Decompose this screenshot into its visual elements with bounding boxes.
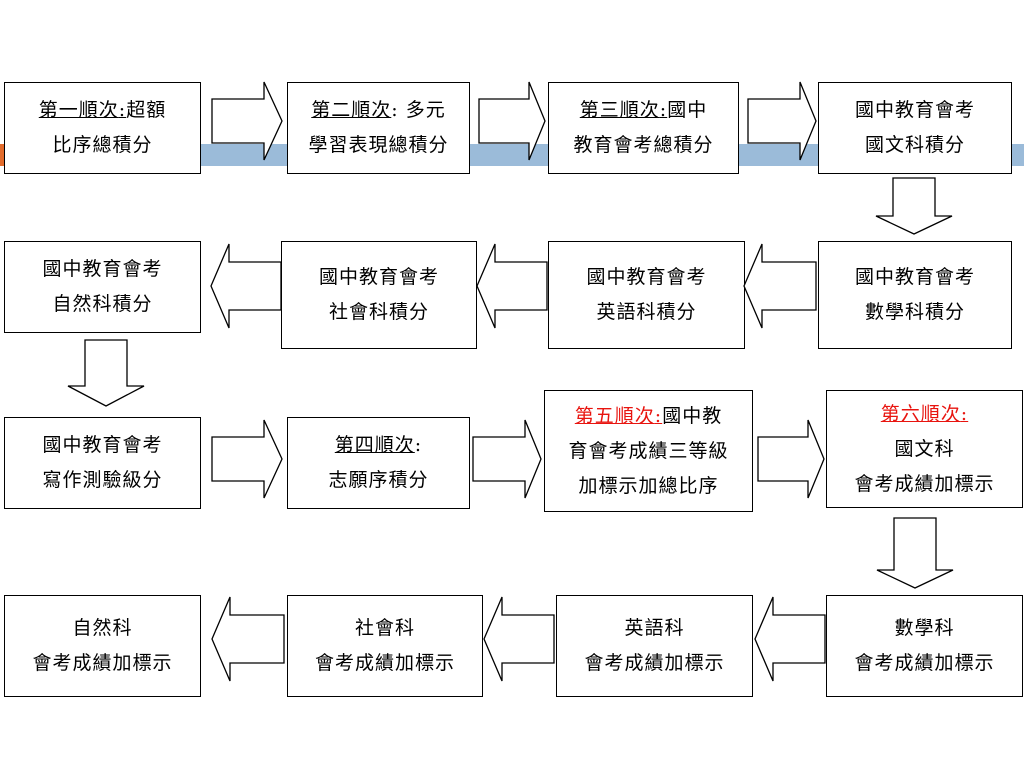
step-3-colon: : (659, 99, 668, 121)
step-16-line1: 自然科 (72, 617, 133, 639)
step-box-13: 數學科 會考成績加標示 (826, 595, 1023, 697)
step-12-line2: 國文科 (894, 437, 955, 460)
step-9-line2: 寫作測驗級分 (42, 469, 163, 491)
step-7-line2: 社會科積分 (328, 301, 429, 323)
step-13-line2: 會考成績加標示 (854, 652, 995, 674)
step-4-line2: 國文科積分 (864, 134, 965, 156)
step-11-colon: : (654, 404, 663, 427)
arrow-right-2 (478, 81, 546, 161)
step-box-14: 英語科 會考成績加標示 (556, 595, 753, 697)
step-2-colon: : (391, 99, 399, 121)
step-5-line1: 國中教育會考 (854, 266, 975, 288)
step-2-line2: 學習表現總積分 (308, 134, 449, 156)
arrow-left-1 (743, 243, 817, 329)
step-4-line1: 國中教育會考 (854, 99, 975, 121)
step-5-line2: 數學科積分 (864, 301, 965, 323)
step-6-line1: 國中教育會考 (586, 266, 707, 288)
step-3-rank: 第三順次 (579, 99, 660, 121)
step-1-colon: : (118, 99, 127, 121)
step-7-line1: 國中教育會考 (318, 266, 439, 288)
step-12-line3: 會考成績加標示 (854, 472, 995, 495)
step-box-1: 第一順次:超額 比序總積分 (4, 82, 201, 174)
step-box-12: 第六順次: 國文科 會考成績加標示 (826, 390, 1023, 508)
decor-band-blue (8, 144, 1024, 166)
step-box-6: 國中教育會考 英語科積分 (548, 241, 745, 349)
arrow-left-4 (754, 596, 826, 682)
step-12-rank: 第六順次 (880, 402, 961, 425)
step-8-line2: 自然科積分 (52, 293, 153, 315)
step-box-15: 社會科 會考成績加標示 (287, 595, 483, 697)
step-2-text: 多元 (398, 99, 446, 121)
step-1-rank: 第一順次 (38, 99, 119, 121)
step-11-line3: 加標示加總比序 (578, 474, 719, 497)
step-6-line2: 英語科積分 (596, 301, 697, 323)
step-11-line2: 育會考成績三等級 (568, 439, 729, 462)
step-14-line2: 會考成績加標示 (584, 652, 725, 674)
step-12-colon: : (960, 402, 969, 425)
arrow-right-4 (211, 419, 283, 499)
step-box-5: 國中教育會考 數學科積分 (818, 241, 1012, 349)
step-11-rank: 第五順次 (574, 404, 655, 427)
step-box-8: 國中教育會考 自然科積分 (4, 241, 201, 333)
step-8-line1: 國中教育會考 (42, 258, 163, 280)
step-13-line1: 數學科 (894, 617, 955, 639)
step-10-rank: 第四順次 (334, 434, 415, 456)
arrow-down-3 (876, 517, 954, 589)
arrow-right-1 (211, 81, 283, 161)
step-3-line2: 教育會考總積分 (573, 134, 714, 156)
step-box-2: 第二順次: 多元 學習表現總積分 (287, 82, 470, 174)
arrow-right-3 (747, 81, 817, 161)
step-box-11: 第五順次:國中教 育會考成績三等級 加標示加總比序 (544, 390, 753, 512)
step-15-line2: 會考成績加標示 (314, 652, 455, 674)
step-box-4: 國中教育會考 國文科積分 (818, 82, 1012, 174)
arrow-left-2 (476, 243, 548, 329)
step-2-rank: 第二順次 (311, 99, 392, 121)
arrow-left-3 (210, 243, 282, 329)
step-16-line2: 會考成績加標示 (32, 652, 173, 674)
step-3-text: 國中 (667, 99, 708, 121)
arrow-down-2 (67, 339, 145, 407)
step-9-line1: 國中教育會考 (42, 434, 163, 456)
step-box-3: 第三順次:國中 教育會考總積分 (548, 82, 739, 174)
step-box-7: 國中教育會考 社會科積分 (281, 241, 477, 349)
arrow-right-6 (757, 419, 825, 499)
arrow-left-6 (211, 596, 285, 682)
step-1-line2: 比序總積分 (52, 134, 153, 156)
step-10-line2: 志願序積分 (328, 469, 429, 491)
step-box-9: 國中教育會考 寫作測驗級分 (4, 417, 201, 509)
step-14-line1: 英語科 (624, 617, 685, 639)
arrow-right-5 (472, 419, 542, 499)
step-11-text: 國中教 (662, 404, 723, 427)
arrow-left-5 (483, 596, 555, 682)
step-box-10: 第四順次: 志願序積分 (287, 417, 470, 509)
step-box-16: 自然科 會考成績加標示 (4, 595, 201, 697)
arrow-down-1 (875, 177, 953, 235)
step-1-text: 超額 (126, 99, 167, 121)
step-15-line1: 社會科 (354, 617, 415, 639)
step-10-colon: : (414, 434, 423, 456)
